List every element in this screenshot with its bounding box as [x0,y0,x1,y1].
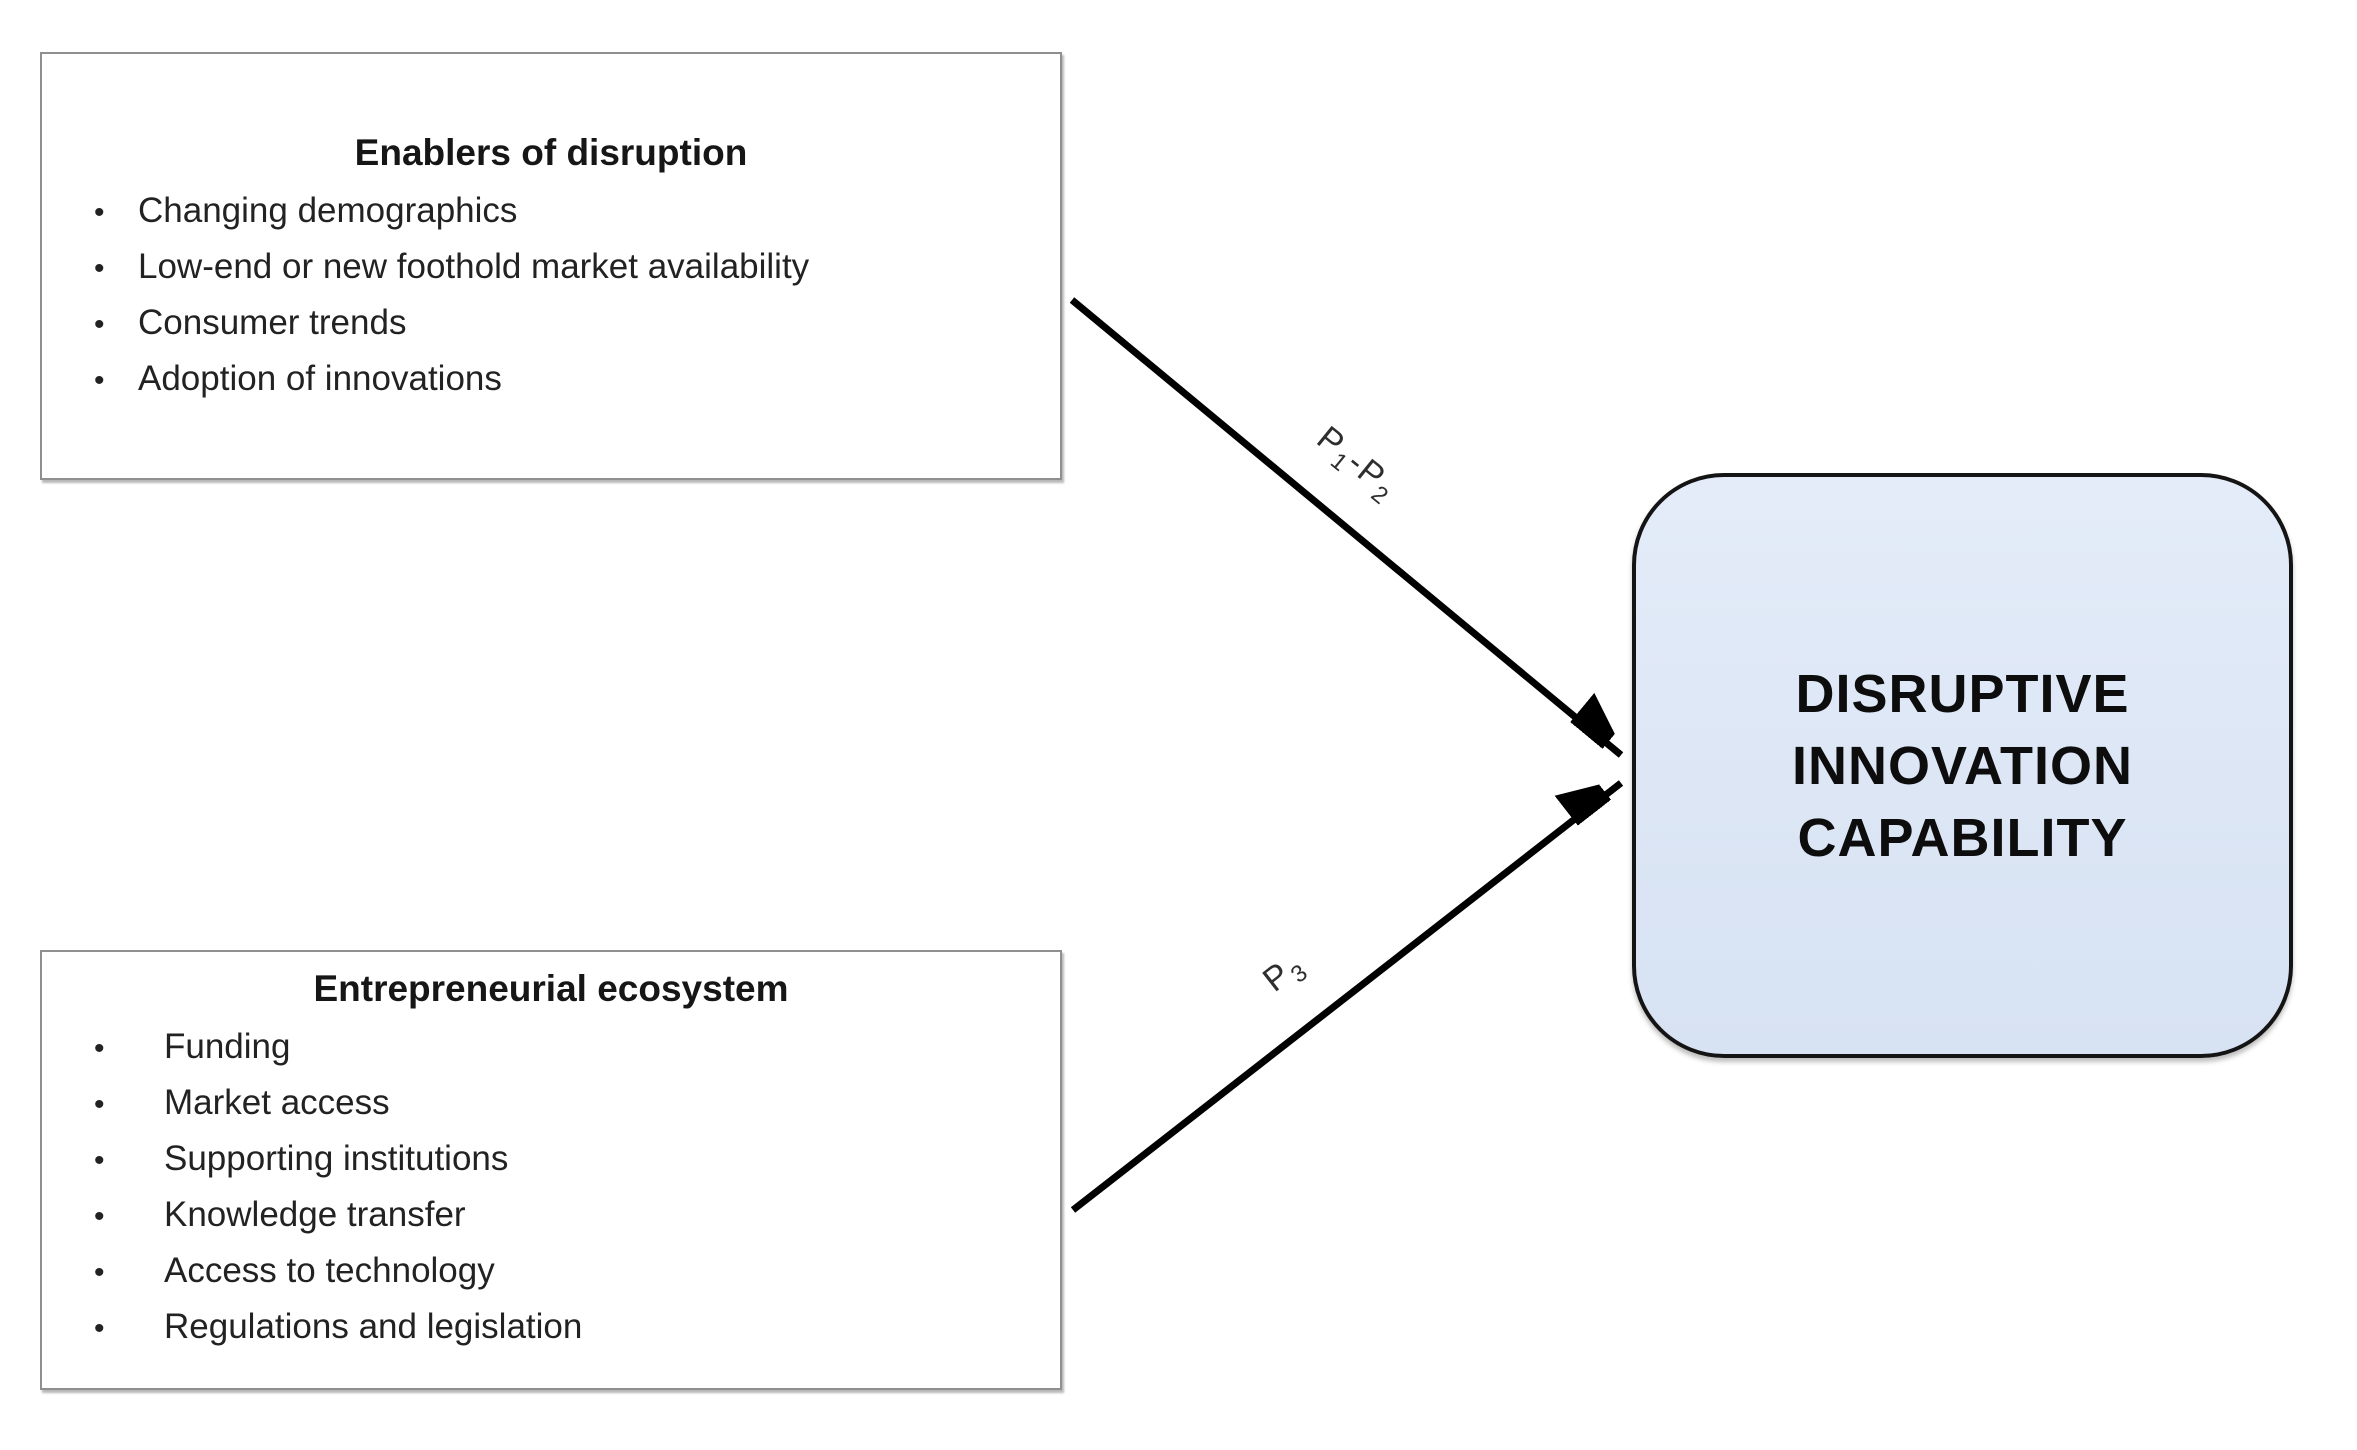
bullet-icon: • [94,308,105,341]
list-item: • Access to technology [42,1244,1060,1300]
list-item: • Knowledge transfer [42,1188,1060,1244]
entrepreneurial-ecosystem-box: Entrepreneurial ecosystem • Funding • Ma… [40,950,1062,1390]
list-item: • Regulations and legislation [42,1300,1060,1356]
disruptive-innovation-capability-box: DISRUPTIVE INNOVATION CAPABILITY [1632,473,2293,1058]
bullet-icon: • [94,1144,105,1177]
list-item: • Market access [42,1076,1060,1132]
bullet-icon: • [94,196,105,229]
capability-line-1: DISRUPTIVE [1795,663,2130,724]
list-item-label: Knowledge transfer [164,1195,466,1234]
list-item-label: Funding [164,1027,291,1066]
bullet-icon: • [94,1312,105,1345]
list-item: • Low-end or new foothold market availab… [42,240,1060,296]
bullet-icon: • [94,364,105,397]
list-item-label: Regulations and legislation [164,1307,583,1346]
capability-line-2: INNOVATION [1792,735,2133,796]
list-item: • Consumer trends [42,296,1060,352]
arrow-p1-p2 [1069,297,1621,758]
arrow-label-p3: P3 [1256,945,1314,1004]
list-item-label: Access to technology [164,1251,495,1290]
list-item-label: Consumer trends [138,303,407,342]
list-item: • Funding [42,1020,1060,1076]
enablers-of-disruption-box: Enablers of disruption • Changing demogr… [40,52,1062,480]
capability-line-3: CAPABILITY [1797,807,2128,868]
list-item-label: Low-end or new foothold market availabil… [138,247,810,286]
list-item-label: Adoption of innovations [138,359,502,398]
arrow-label-p1-p2: P1-P2 [1305,419,1404,511]
bullet-icon: • [94,1200,105,1233]
bullet-icon: • [94,252,105,285]
list-item: • Supporting institutions [42,1132,1060,1188]
arrow-p3 [1070,783,1624,1213]
bullet-icon: • [94,1032,105,1065]
bullet-icon: • [94,1088,105,1121]
enablers-box-title: Enablers of disruption [354,132,748,173]
capability-box-label: DISRUPTIVE INNOVATION CAPABILITY [1792,658,2133,874]
list-item: • Changing demographics [42,184,1060,240]
bullet-icon: • [94,1256,105,1289]
ecosystem-box-title: Entrepreneurial ecosystem [313,968,789,1009]
list-item: • Adoption of innovations [42,352,1060,408]
list-item-label: Supporting institutions [164,1139,509,1178]
list-item-label: Changing demographics [138,191,518,230]
list-item-label: Market access [164,1083,390,1122]
